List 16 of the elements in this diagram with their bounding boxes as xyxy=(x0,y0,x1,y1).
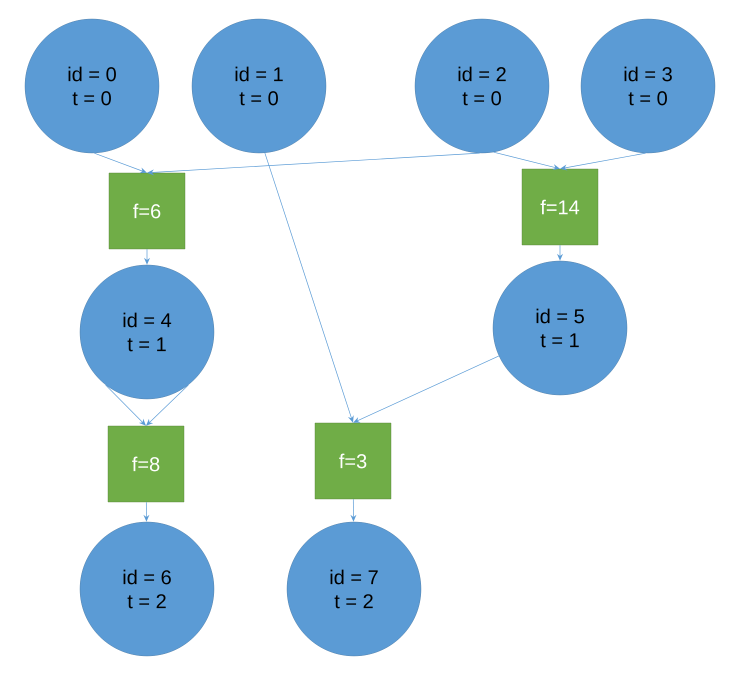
circle-node: id = 1 t = 0 xyxy=(192,18,326,154)
arrow xyxy=(146,384,189,426)
circle-node: id = 7 t = 2 xyxy=(286,522,422,656)
arrow xyxy=(353,356,500,423)
circle-node: id = 6 t = 2 xyxy=(80,522,214,656)
square-box: f=8 xyxy=(108,426,184,502)
arrow xyxy=(105,384,146,426)
square-box: f=6 xyxy=(108,172,186,250)
circle-node: id = 3 t = 0 xyxy=(580,18,716,154)
square-box: f=14 xyxy=(522,168,598,246)
circle-node: id = 0 t = 0 xyxy=(24,18,160,154)
square-box: f=3 xyxy=(314,422,392,500)
circle-node: id = 4 t = 1 xyxy=(80,264,214,400)
circle-node: id = 5 t = 1 xyxy=(492,260,628,396)
arrow xyxy=(94,152,147,174)
circle-node: id = 2 t = 0 xyxy=(414,18,550,154)
